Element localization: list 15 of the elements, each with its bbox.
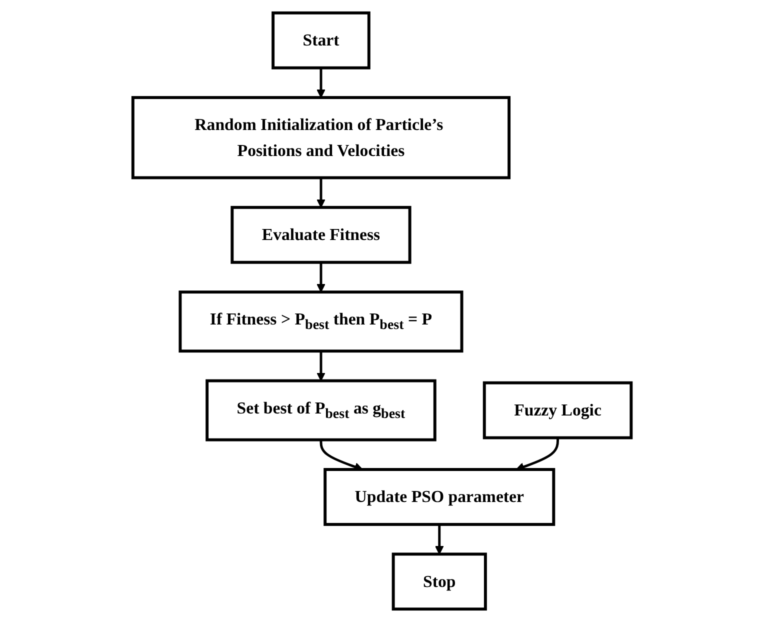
node-box: Evaluate Fitness — [231, 206, 412, 264]
node-box: Update PSO parameter — [324, 468, 556, 526]
node-box: Set best of P$_{best}$ as g$_{best}$ — [206, 379, 437, 442]
arrow — [435, 524, 444, 555]
arrow — [317, 262, 326, 292]
node-box: Stop — [392, 552, 488, 611]
node-box: If Fitness > P$_{best}$ then P$_{best}$ = P — [179, 290, 464, 353]
arrow — [320, 440, 364, 471]
node-box: Fuzzy Logic — [483, 381, 634, 440]
arrow — [317, 178, 326, 208]
node-box: Random Initialization of Particle’s Positions and Velocities — [132, 96, 511, 180]
arrow — [317, 68, 326, 98]
arrow — [317, 351, 326, 382]
node-box: Start — [272, 11, 371, 70]
arrow — [516, 438, 560, 471]
